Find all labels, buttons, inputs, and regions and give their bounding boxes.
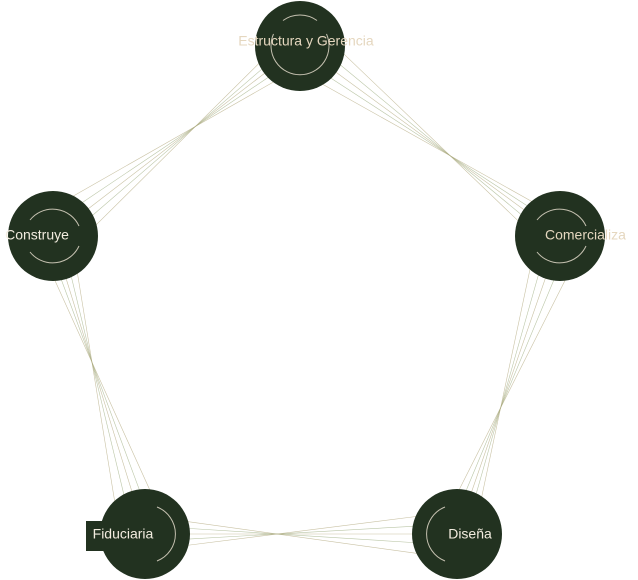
connector-line-disena-fiduciaria — [181, 515, 421, 547]
node-circle — [255, 1, 345, 91]
node-fiduciaria[interactable]: Fiduciaria — [86, 489, 190, 579]
connector-line-comercializa-disena — [468, 270, 549, 500]
node-ring-arc — [270, 33, 330, 76]
connector-line-construye-estructura — [87, 64, 268, 221]
node-circle — [515, 191, 605, 281]
node-estructura-y-gerencia[interactable]: Estructura y Gerencia — [238, 1, 374, 91]
node-ring-arc — [536, 208, 587, 227]
node-ring-arc — [426, 506, 446, 562]
connector-edges — [52, 51, 567, 555]
node-label: Diseña — [448, 526, 492, 542]
connector-line-fiduciaria-construye — [52, 274, 152, 494]
connector-line-disena-fiduciaria — [181, 527, 421, 544]
connector-line-comercializa-disena — [463, 273, 557, 498]
node-circle — [412, 489, 502, 579]
connector-line-construye-estructura — [70, 78, 279, 198]
node-disena[interactable]: Diseña — [412, 489, 502, 579]
connector-line-fiduciaria-construye — [76, 267, 116, 505]
connector-line-disena-fiduciaria — [181, 525, 421, 540]
node-ring-arc — [282, 14, 318, 21]
node-comercializa[interactable]: Comercializa — [515, 191, 626, 281]
connector-line-comercializa-disena — [473, 268, 541, 501]
node-construye[interactable]: Construye — [5, 191, 98, 281]
node-circle — [100, 489, 190, 579]
label-backdrop — [86, 521, 112, 551]
connector-line-disena-fiduciaria — [181, 520, 421, 555]
connector-line-estructura-comercializa — [324, 74, 534, 211]
connector-line-construye-estructura — [93, 58, 264, 228]
node-ring-arc — [29, 208, 80, 227]
connector-line-fiduciaria-construye — [69, 269, 126, 502]
connector-line-construye-estructura — [76, 73, 275, 207]
connector-line-estructura-comercializa — [335, 60, 527, 220]
node-label: Estructura y Gerencia — [238, 33, 374, 49]
connector-line-comercializa-disena — [456, 277, 567, 495]
connector-line-estructura-comercializa — [329, 67, 531, 215]
node-label: Construye — [5, 227, 69, 243]
node-ring-arc — [536, 245, 587, 264]
node-ring-arc — [156, 506, 176, 562]
node-ring-arc — [29, 245, 80, 264]
node-label: Fiduciaria — [93, 526, 154, 542]
node-circle — [8, 191, 98, 281]
connector-line-fiduciaria-construye — [63, 271, 135, 499]
connector-line-estructura-comercializa — [319, 82, 538, 205]
node-label: Comercializa — [545, 227, 626, 243]
connector-line-estructura-comercializa — [341, 51, 523, 226]
connector-line-construye-estructura — [82, 68, 271, 214]
connector-line-fiduciaria-construye — [58, 272, 143, 497]
connector-line-comercializa-disena — [480, 265, 532, 504]
